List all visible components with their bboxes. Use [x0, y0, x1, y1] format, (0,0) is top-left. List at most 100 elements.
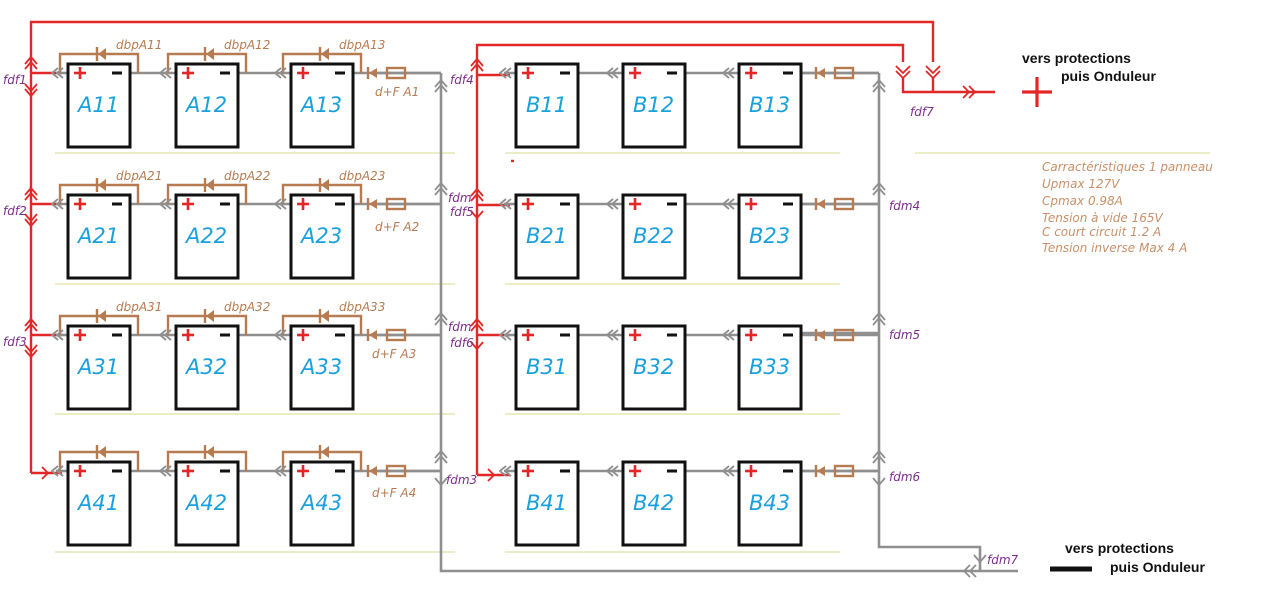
panel-label-A22: A22: [184, 224, 227, 248]
panel-label-A43: A43: [299, 491, 342, 515]
panel-label-B22: B22: [633, 224, 674, 248]
spec-line-1: Carractéristiques 1 panneau: [1042, 160, 1213, 174]
connector-chevron: [605, 329, 619, 341]
solar-panel-B33: [737, 324, 803, 411]
connector-chevron: [721, 198, 735, 210]
connector-chevron: [498, 465, 512, 477]
panel-label-A31: A31: [76, 355, 119, 379]
negative-output-line2: puis Onduleur: [1110, 559, 1205, 575]
fuse-label-fdm4: fdm4: [889, 199, 920, 213]
panel-label-B33: B33: [749, 355, 790, 379]
panel-label-B11: B11: [526, 93, 567, 117]
bypass-diode-label: dbpA31: [116, 300, 162, 314]
connector-chevron: [498, 329, 512, 341]
bypass-diode-icon: [206, 179, 214, 191]
connector-chevron: [273, 198, 287, 210]
connector-chevron: [273, 329, 287, 341]
solar-panel-B11: [514, 62, 580, 149]
fuse-label-fdm6: fdm6: [889, 470, 921, 484]
panel-label-A42: A42: [184, 491, 227, 515]
bypass-diode-icon: [98, 310, 106, 322]
panel-label-A12: A12: [184, 93, 227, 117]
connector-chevron: [50, 465, 64, 477]
positive-terminal-icon: [1022, 77, 1052, 107]
string-fuse-icon: [385, 197, 407, 211]
bypass-diode-icon: [206, 310, 214, 322]
string-fuse-icon: [385, 328, 407, 342]
fuse-label-fdf6: fdf6: [450, 336, 474, 350]
panel-label-A13: A13: [299, 93, 342, 117]
connector-chevron: [50, 67, 64, 79]
string-diode-icon: [369, 466, 377, 476]
connector-chevron: [50, 198, 64, 210]
bypass-diode-icon: [206, 446, 214, 458]
string-diode-icon: [369, 199, 377, 209]
solar-panel-B31: [514, 324, 580, 411]
connector-chevron: [498, 67, 512, 79]
string-protection-label-a3: d+F A3: [372, 347, 416, 361]
positive-bus: [29, 20, 995, 477]
fuse-label-fdm-b: fdm: [448, 320, 472, 334]
panel-label-B42: B42: [633, 491, 674, 515]
string-A4: A41 A42 A43: [50, 445, 441, 547]
solar-panel-A23: [289, 193, 355, 280]
bypass-diode-icon: [321, 48, 329, 60]
solar-panel-A33: [289, 324, 355, 411]
bypass-diode-icon: [98, 48, 106, 60]
row-separators: [55, 152, 1210, 553]
string-diode-icon: [817, 199, 825, 209]
panel-label-B12: B12: [633, 93, 674, 117]
bypass-diode-label: dbpA32: [224, 300, 270, 314]
connector-chevron: [721, 329, 735, 341]
string-fuse-icon: [833, 197, 855, 211]
solar-panel-B42: [621, 460, 687, 547]
string-fuse-icon: [833, 464, 855, 478]
string-fuse-icon: [833, 66, 855, 80]
solar-panel-B13: [737, 62, 803, 149]
solar-panel-A41: [66, 460, 132, 547]
fuse-label-fdf2: fdf2: [3, 204, 27, 218]
panel-label-B31: B31: [526, 355, 567, 379]
connector-chevron: [273, 465, 287, 477]
bypass-diode-icon: [206, 48, 214, 60]
bypass-diode-label: dbpA11: [116, 38, 162, 52]
spec-line-5: C court circuit 1.2 A: [1042, 225, 1161, 239]
string-diode-icon: [369, 330, 377, 340]
solar-panel-B12: [621, 62, 687, 149]
fuse-label-fdm3: fdm3: [446, 473, 477, 487]
connector-chevron: [158, 198, 172, 210]
panel-label-A41: A41: [76, 491, 119, 515]
solar-panel-A32: [174, 324, 240, 411]
panel-label-B23: B23: [749, 224, 790, 248]
bypass-diode-label: dbpA22: [224, 169, 270, 183]
connector-chevron: [605, 465, 619, 477]
connector-chevron: [605, 67, 619, 79]
solar-panel-B22: [621, 193, 687, 280]
string-protection-label-a2: d+F A2: [375, 220, 419, 234]
spec-line-2: Upmax 127V: [1042, 177, 1120, 191]
panel-label-B13: B13: [749, 93, 790, 117]
fuse-label-fdm-a: fdm: [448, 191, 472, 205]
fuse-label-fdf1: fdf1: [3, 73, 27, 87]
panel-label-B41: B41: [526, 491, 567, 515]
connector-chevron: [158, 67, 172, 79]
string-diode-icon: [817, 466, 825, 476]
solar-panel-B21: [514, 193, 580, 280]
bypass-diode-icon: [98, 179, 106, 191]
solar-panel-A12: [174, 62, 240, 149]
spec-line-6: Tension inverse Max 4 A: [1042, 241, 1187, 255]
string-fuse-icon: [385, 464, 407, 478]
connector-chevron: [605, 198, 619, 210]
solar-panel-B32: [621, 324, 687, 411]
panel-label-A32: A32: [184, 355, 227, 379]
negative-output-line1: vers protections: [1065, 540, 1174, 556]
bypass-diode-label: dbpA12: [224, 38, 270, 52]
panel-label-A33: A33: [299, 355, 342, 379]
string-diode-icon: [817, 330, 825, 340]
fuse-label-fdf5: fdf5: [450, 205, 474, 219]
